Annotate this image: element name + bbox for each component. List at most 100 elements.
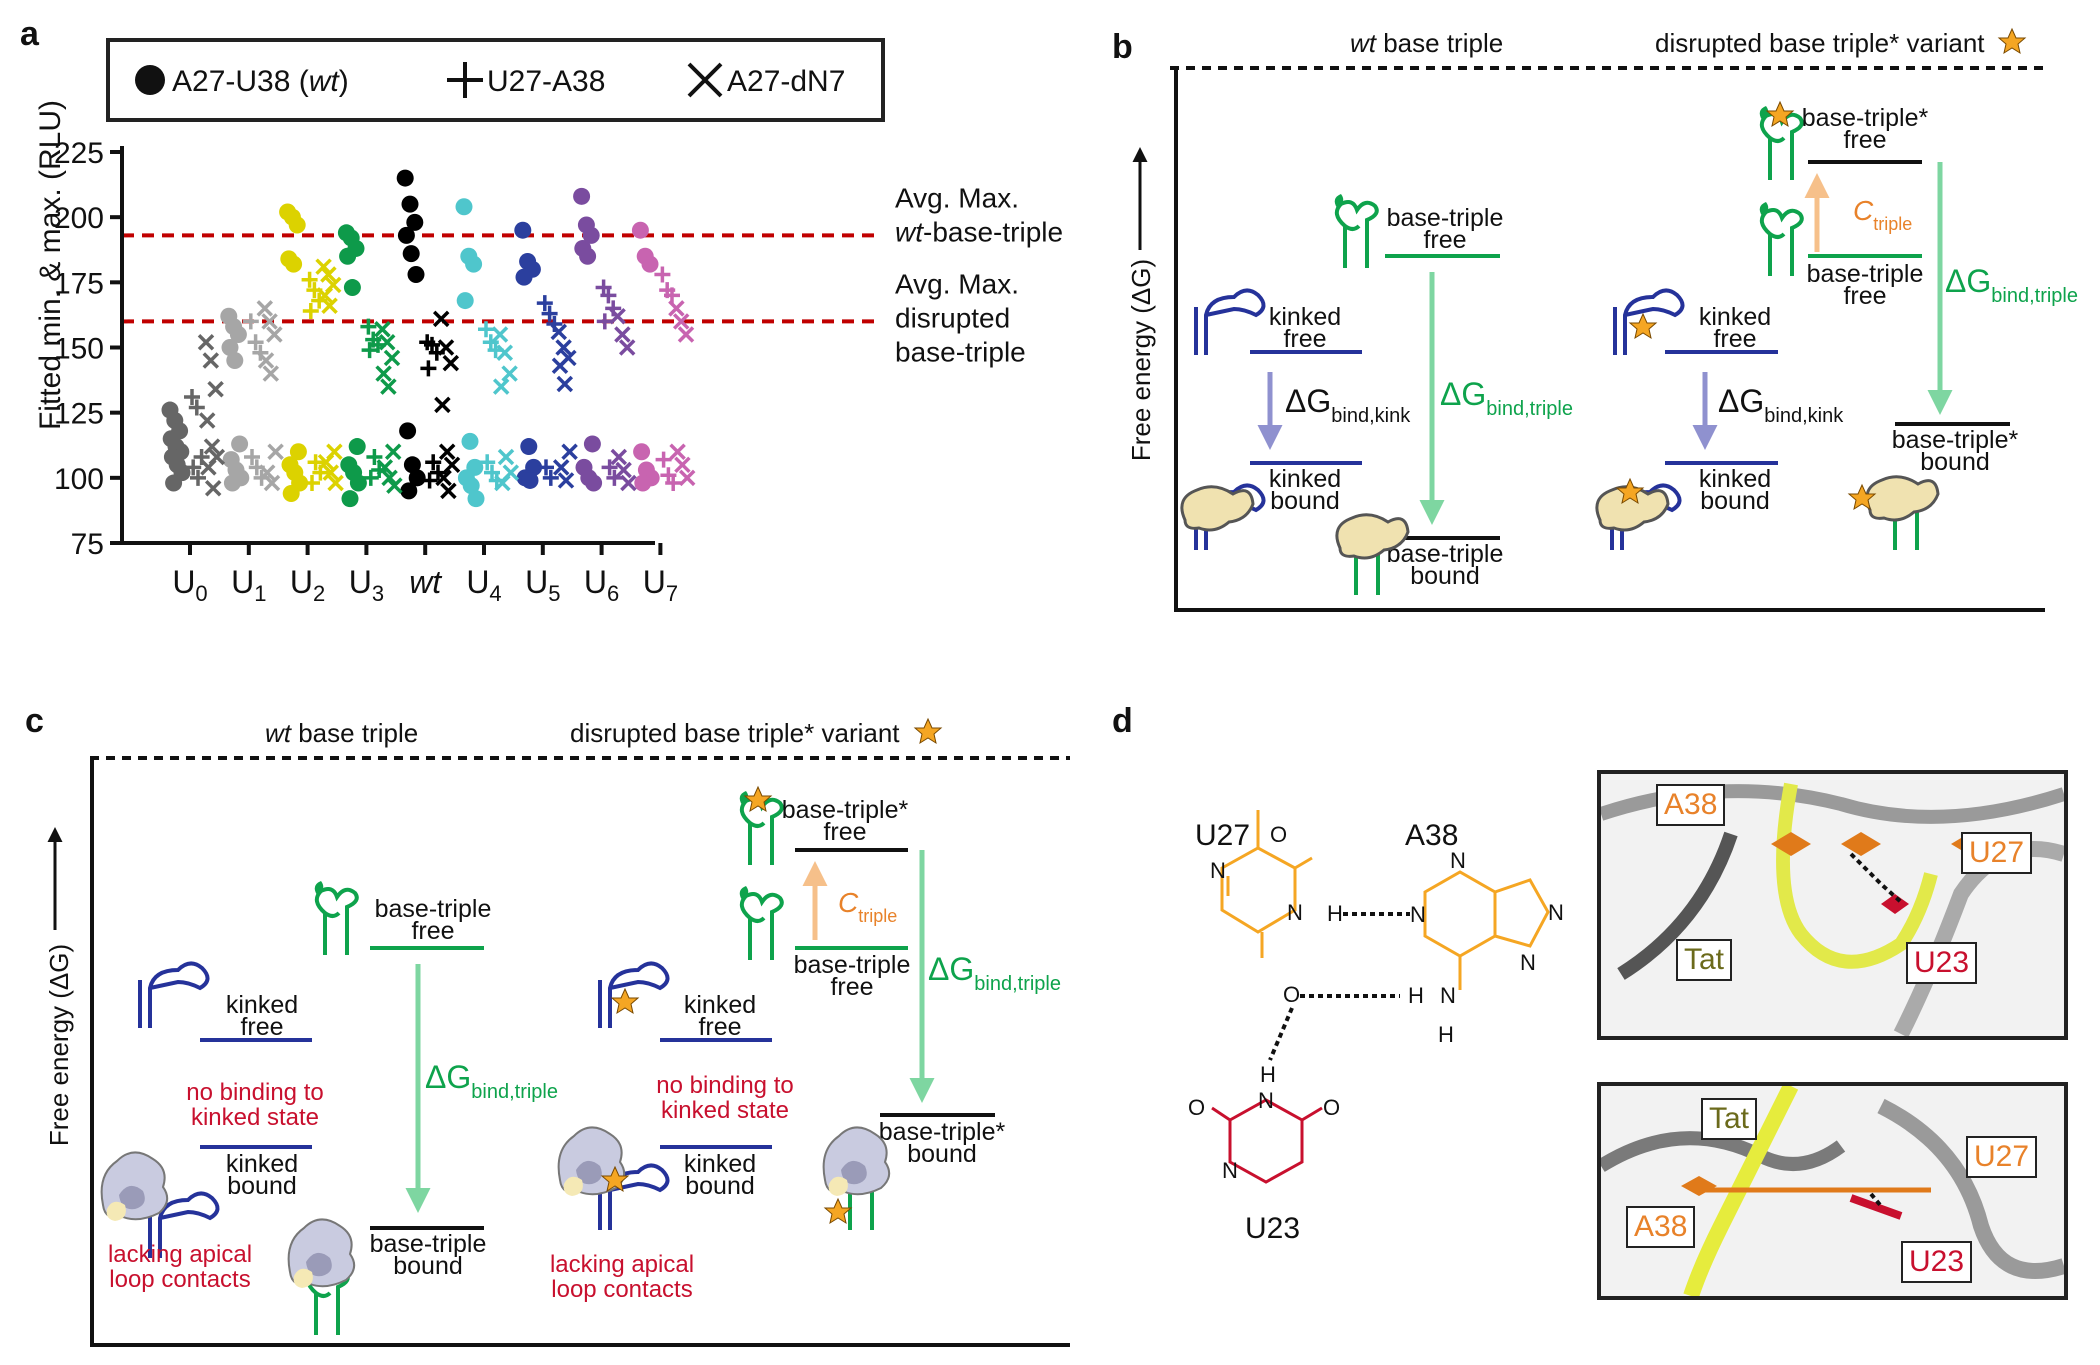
data-point-circle bbox=[229, 325, 247, 343]
data-point-plus bbox=[242, 313, 259, 330]
data-point-cross bbox=[437, 339, 455, 356]
data-point-plus bbox=[307, 454, 324, 471]
y-tick-label: 75 bbox=[71, 528, 104, 561]
data-point-cross bbox=[435, 469, 452, 487]
star-icon bbox=[611, 988, 639, 1014]
data-point-plus bbox=[304, 475, 320, 492]
data-point-plus bbox=[184, 389, 200, 406]
data-point-plus bbox=[665, 475, 682, 492]
panel-label-d: d bbox=[1112, 702, 1133, 740]
data-point-cross bbox=[494, 474, 511, 492]
data-point-plus bbox=[606, 469, 623, 486]
data-point-circle bbox=[223, 474, 241, 492]
panel-label-c: c bbox=[25, 702, 44, 740]
data-point-cross bbox=[261, 313, 278, 330]
x-tick-label: U1 bbox=[231, 564, 266, 606]
data-point-cross bbox=[262, 365, 280, 382]
chart-legend bbox=[106, 38, 885, 122]
star-icon bbox=[1629, 313, 1657, 339]
data-point-circle bbox=[400, 482, 418, 500]
data-point-cross bbox=[376, 459, 394, 476]
data-point-cross bbox=[383, 349, 401, 367]
data-point-cross bbox=[497, 448, 515, 466]
u27-label: U27 bbox=[1195, 819, 1250, 852]
a38-ring bbox=[1423, 870, 1550, 990]
snapshot-drawing bbox=[1601, 1086, 2064, 1296]
data-point-cross bbox=[257, 352, 275, 369]
data-point-cross bbox=[197, 334, 215, 351]
data-point-cross bbox=[204, 480, 222, 497]
data-point-circle bbox=[407, 266, 425, 284]
data-point-circle bbox=[403, 456, 421, 474]
atom-h: H bbox=[1327, 901, 1343, 926]
data-point-cross bbox=[674, 456, 691, 474]
a38-snapshot-label: A38 bbox=[1626, 1206, 1696, 1248]
data-point-cross bbox=[550, 323, 568, 341]
u27-ring bbox=[1220, 810, 1313, 958]
atom-o: O bbox=[1188, 1095, 1205, 1120]
legend-circle-marker bbox=[135, 65, 165, 95]
data-point-cross bbox=[557, 472, 575, 489]
data-point-cross bbox=[492, 378, 510, 395]
data-point-cross bbox=[266, 326, 283, 343]
data-point-cross bbox=[263, 474, 281, 492]
data-point-cross bbox=[315, 258, 332, 275]
y-tick-label: 125 bbox=[54, 398, 104, 431]
data-point-circle bbox=[221, 339, 239, 356]
energy-diagram-c: wt base triple disrupted base triple* va… bbox=[44, 718, 1070, 1347]
tat-snapshot-label: Tat bbox=[1676, 939, 1733, 981]
data-point-cross bbox=[609, 307, 626, 325]
data-point-plus bbox=[421, 472, 438, 489]
data-point-cross bbox=[316, 287, 334, 304]
data-point-plus bbox=[301, 271, 318, 288]
data-point-cross bbox=[440, 482, 457, 500]
star-icon bbox=[744, 786, 772, 812]
data-point-cross bbox=[552, 459, 570, 476]
molecular-snapshot-bottom: Tat U27 A38 U23 bbox=[1597, 1082, 2068, 1300]
protein-icon bbox=[1865, 475, 1940, 522]
data-point-plus bbox=[479, 454, 496, 471]
data-point-cross bbox=[678, 469, 696, 487]
data-point-cross bbox=[256, 300, 274, 317]
data-point-circle bbox=[343, 279, 361, 297]
base-triple-rna-icon bbox=[1757, 200, 1804, 278]
data-point-cross bbox=[614, 326, 631, 343]
data-point-plus bbox=[366, 448, 383, 465]
u27-snapshot-label: U27 bbox=[1961, 832, 2033, 874]
data-point-circle bbox=[465, 255, 483, 273]
disrupted-title: disrupted base triple* variant bbox=[570, 718, 900, 748]
atom-n: N bbox=[1287, 900, 1303, 925]
data-point-circle bbox=[631, 221, 649, 239]
data-point-circle bbox=[408, 469, 426, 487]
atom-n: N bbox=[1548, 900, 1564, 925]
data-point-cross bbox=[672, 313, 690, 330]
protein-icon bbox=[1180, 485, 1255, 532]
x-tick-label: U4 bbox=[466, 564, 501, 606]
u23-snapshot-label: U23 bbox=[1906, 942, 1978, 984]
data-point-cross bbox=[677, 326, 695, 343]
protein-icon bbox=[822, 1126, 891, 1197]
data-point-cross bbox=[321, 297, 338, 315]
data-point-circle bbox=[633, 443, 651, 461]
data-point-cross bbox=[267, 443, 284, 461]
data-point-cross bbox=[327, 474, 344, 492]
data-point-circle bbox=[341, 490, 359, 508]
data-point-cross bbox=[561, 443, 578, 461]
base-triple-star-free-label: base-triple*free bbox=[782, 796, 909, 846]
free-energy-axis-label: Free energy (ΔG) bbox=[1126, 259, 1156, 461]
data-point-cross bbox=[320, 266, 337, 283]
u23-label: U23 bbox=[1245, 1212, 1300, 1245]
panel-label-a: a bbox=[20, 15, 40, 53]
data-point-plus bbox=[425, 454, 442, 471]
data-point-plus bbox=[188, 399, 205, 416]
